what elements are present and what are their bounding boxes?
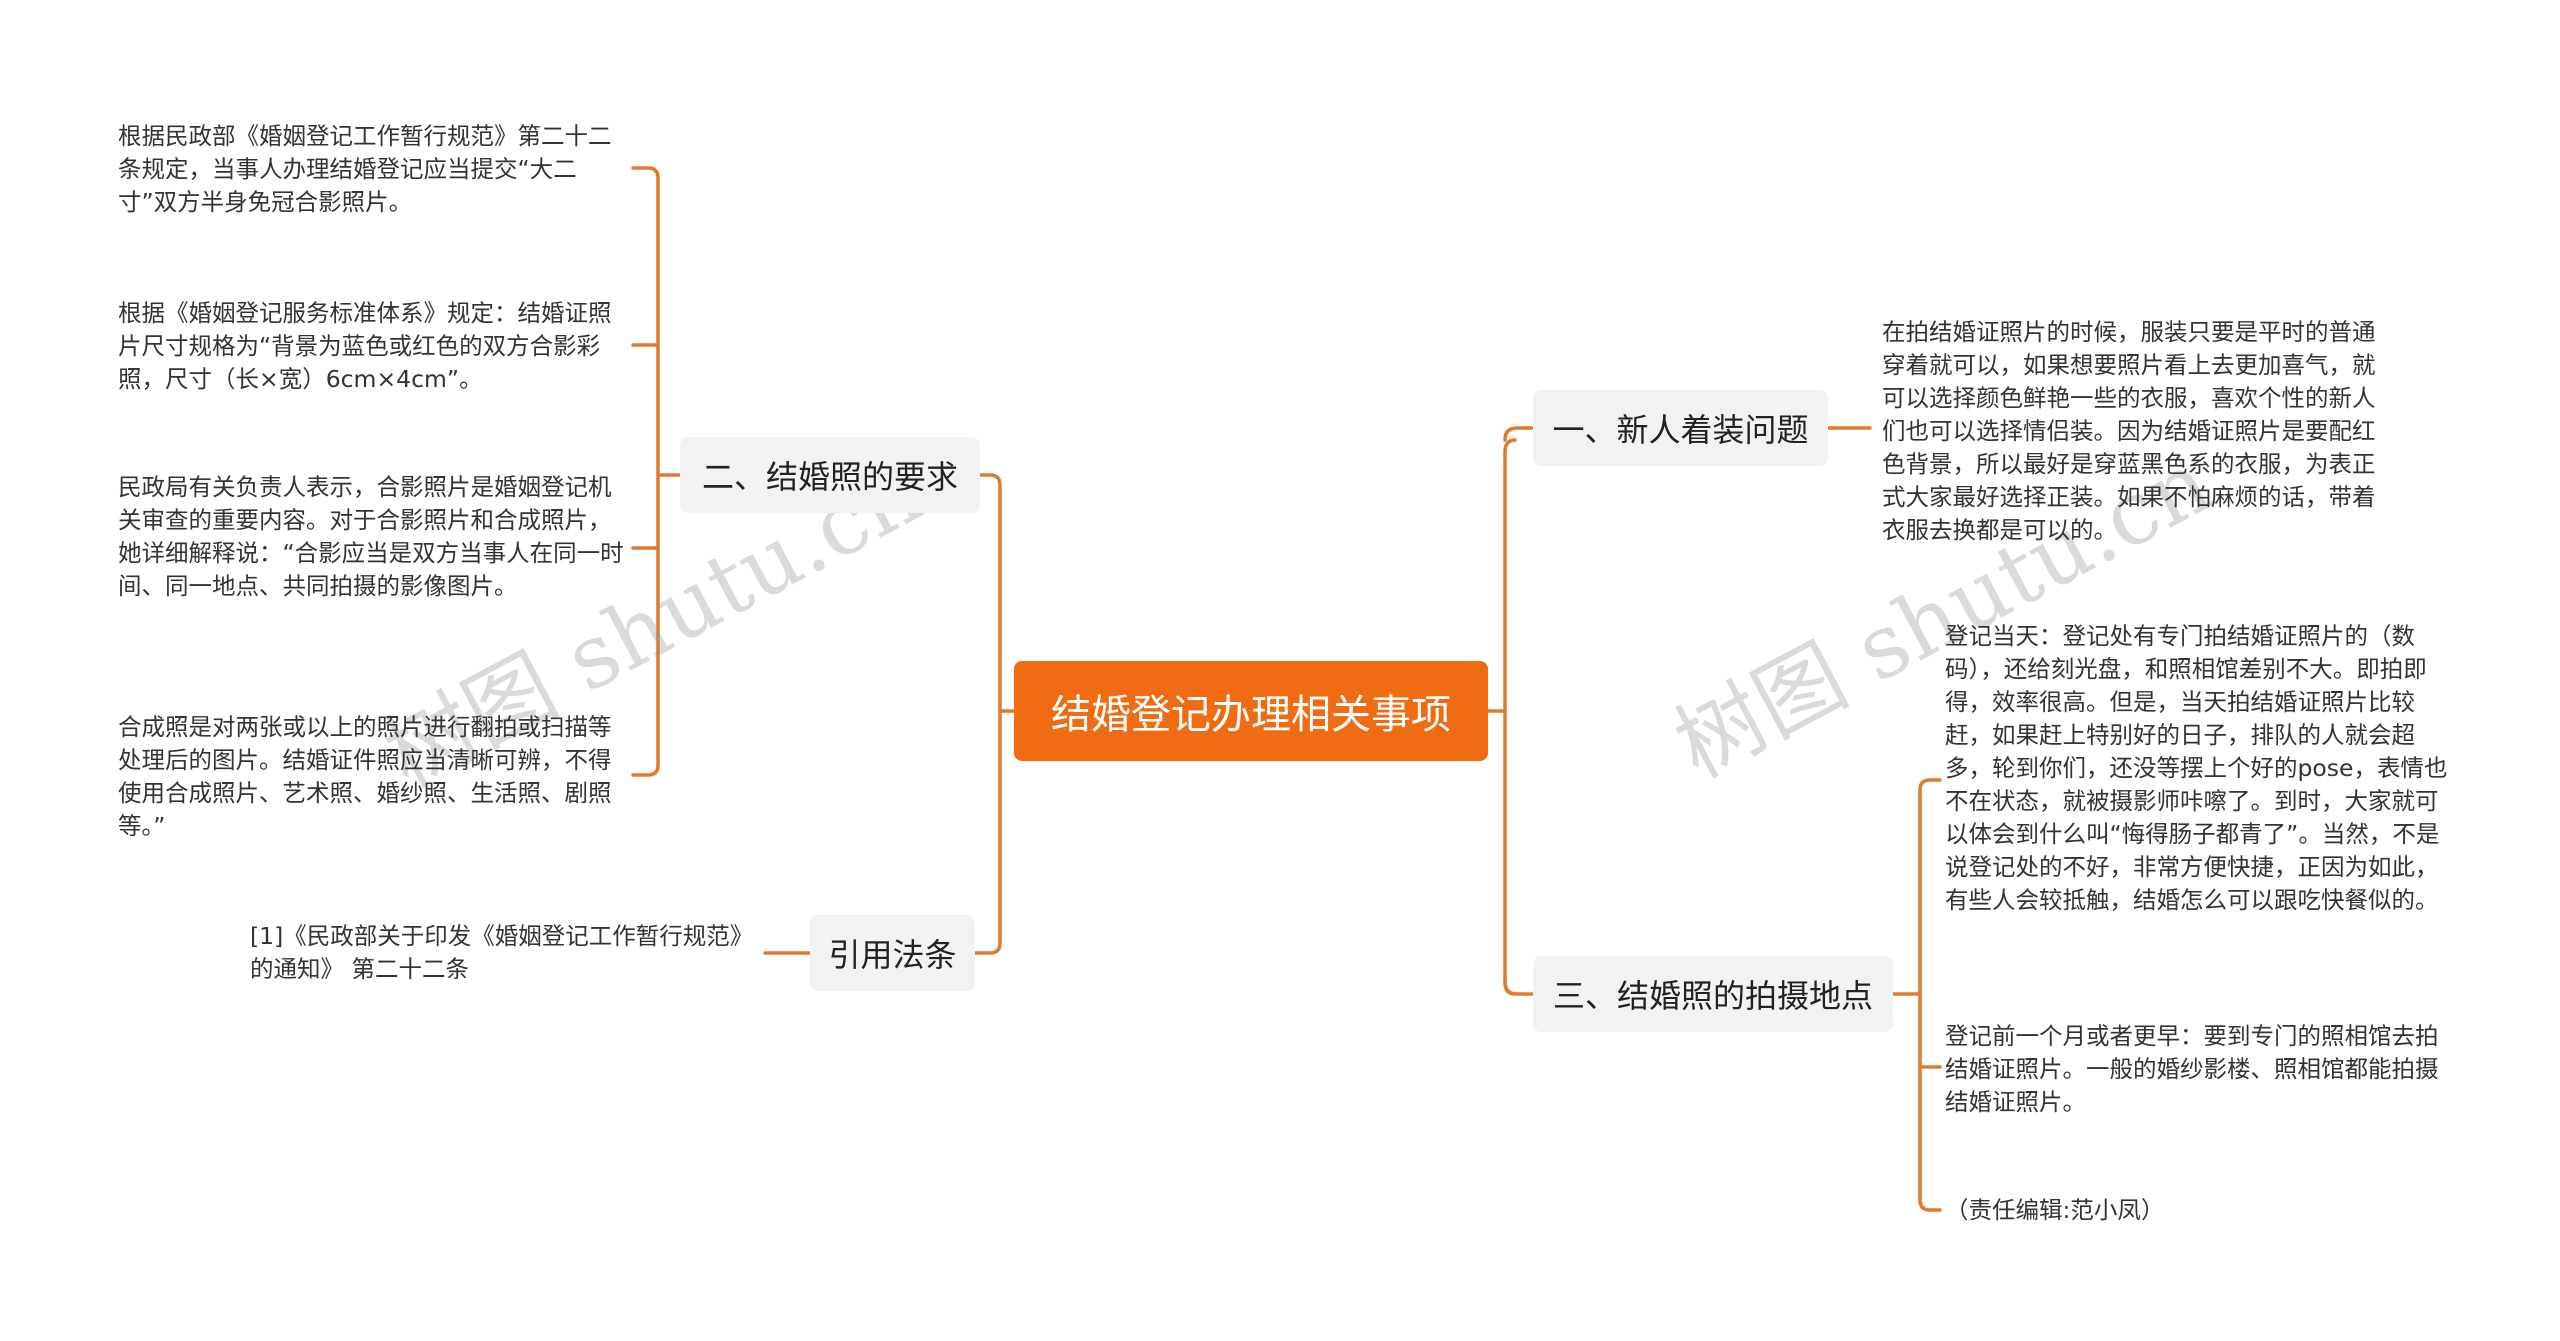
leaf-attire-1: 在拍结婚证照片的时候，服装只要是平时的普通穿着就可以，如果想要照片看上去更加喜气… [1882,318,2376,544]
connector-left-trunk [973,473,1002,955]
center-topic[interactable]: 结婚登记办理相关事项 [1014,661,1488,761]
branch-couple-attire[interactable]: 一、新人着装问题 [1533,390,1828,466]
connector-right-trunk [1503,438,1517,996]
leaf-requirement-1: 根据民政部《婚姻登记工作暂行规范》第二十二条规定，当事人办理结婚登记应当提交“大… [118,122,612,216]
branch-marriage-photo-requirements[interactable]: 二、结婚照的要求 [680,437,980,513]
leaf-location-3: （责任编辑:范小凤） [1945,1196,2165,1224]
leaf-requirement-3: 民政局有关负责人表示，合影照片是婚姻登记机关审查的重要内容。对于合影照片和合成照… [118,473,624,600]
leaf-cited-law-1: [1]《民政部关于印发《婚姻登记工作暂行规范》的通知》 第二十二条 [250,922,742,983]
leaf-requirement-4: 合成照是对两张或以上的照片进行翻拍或扫描等处理后的图片。结婚证件照应当清晰可辨，… [118,713,612,840]
leaf-requirement-2: 根据《婚姻登记服务标准体系》规定：结婚证照片尺寸规格为“背景为蓝色或红色的双方合… [118,299,612,393]
branch-photo-location[interactable]: 三、结婚照的拍摄地点 [1533,956,1893,1032]
branch-cited-law[interactable]: 引用法条 [810,915,975,991]
leaf-location-2: 登记前一个月或者更早：要到专门的照相馆去拍结婚证照片。一般的婚纱影楼、照相馆都能… [1945,1022,2439,1116]
leaf-location-1: 登记当天：登记处有专门拍结婚证照片的（数码），还给刻光盘，和照相馆差别不大。即拍… [1945,622,2448,914]
